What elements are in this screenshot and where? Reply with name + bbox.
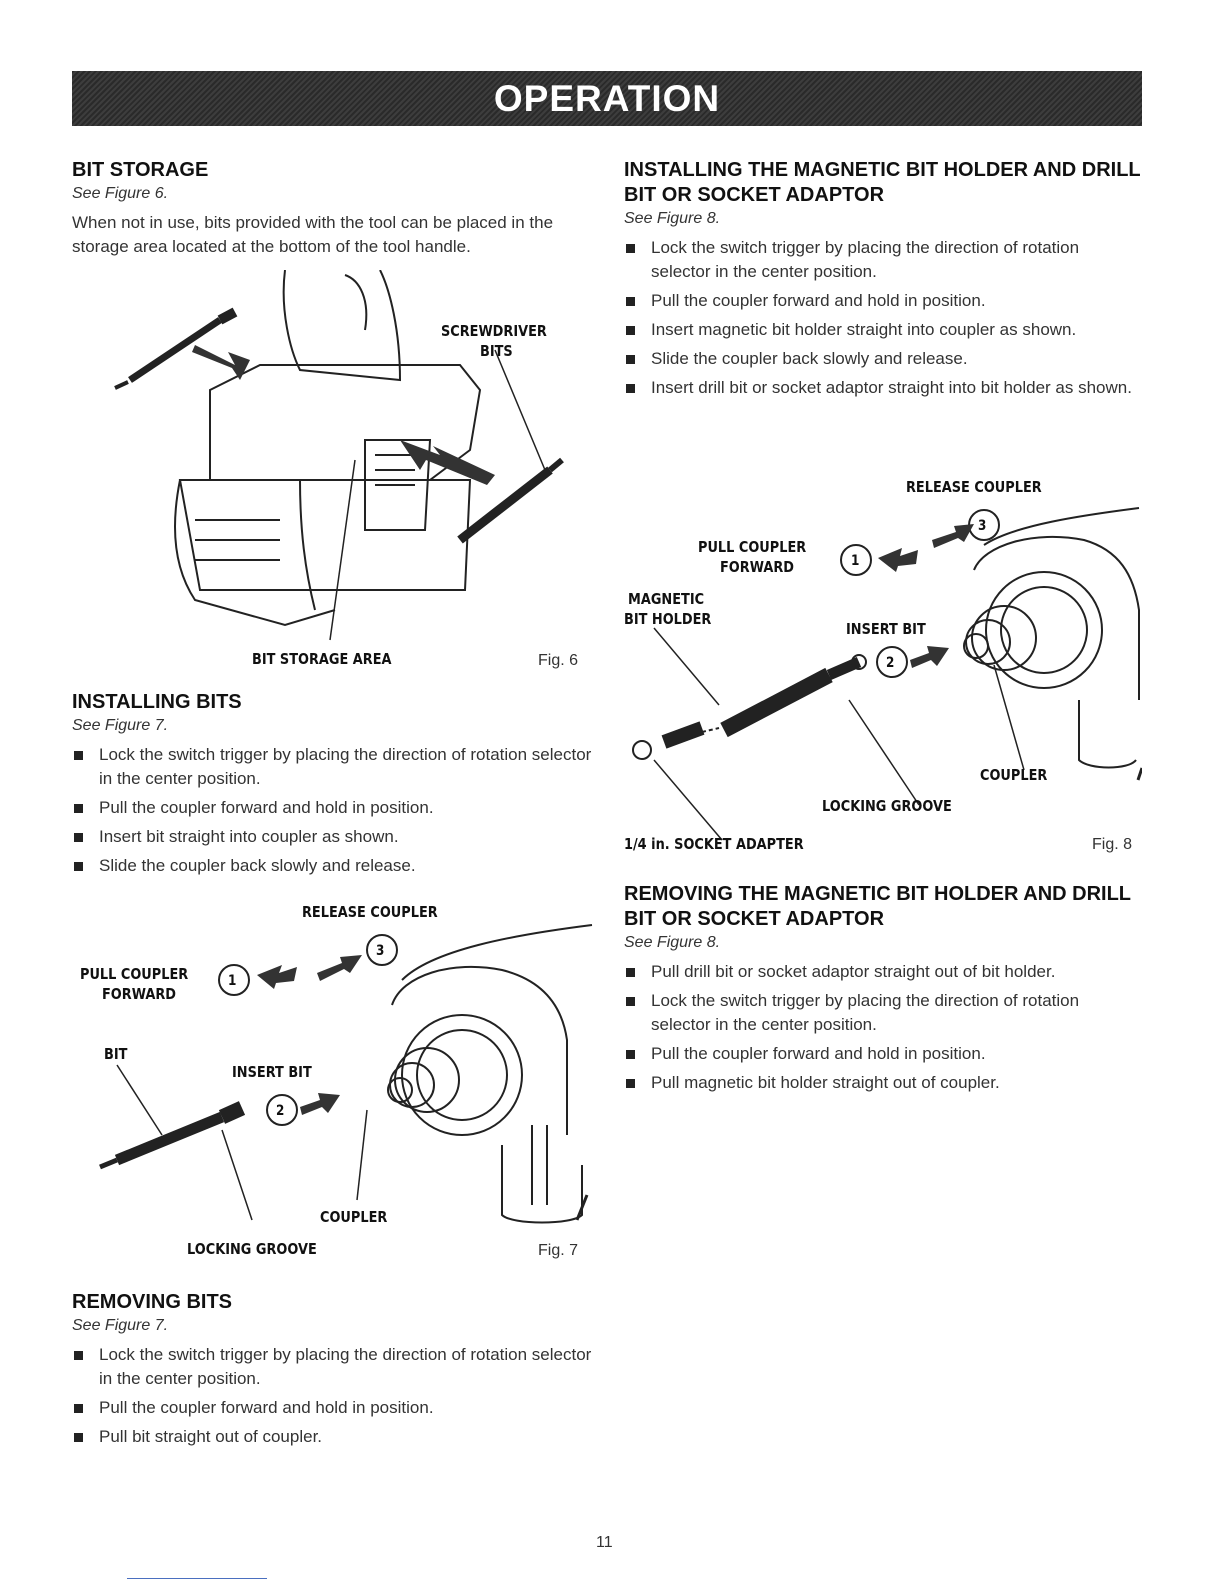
fig8-label-release-coupler: RELEASE COUPLER (906, 478, 1042, 496)
list-item: Slide the coupler back slowly and releas… (72, 854, 592, 878)
fig8-label-pull-coupler: PULL COUPLER (698, 538, 807, 556)
bit-storage-section: BIT STORAGE See Figure 6. When not in us… (72, 158, 592, 259)
figure-7: RELEASE COUPLER PULL COUPLER FORWARD 1 3… (72, 895, 597, 1270)
page-number: 11 (596, 1534, 613, 1551)
fig8-label-socket-adapter: 1/4 in. SOCKET ADAPTER (624, 835, 804, 853)
figure-8-number: Fig. 8 (1092, 836, 1133, 853)
bit-storage-heading: BIT STORAGE (72, 159, 209, 181)
list-item: Pull the coupler forward and hold in pos… (72, 796, 592, 820)
installing-holder-heading: INSTALLING THE MAGNETIC BIT HOLDER AND D… (624, 159, 1141, 206)
fig8-label-coupler: COUPLER (980, 766, 1048, 784)
removing-bits-see-figure: See Figure 7. (72, 1317, 169, 1334)
list-item: Insert magnetic bit holder straight into… (624, 318, 1142, 342)
fig7-step-2: 2 (276, 1103, 285, 1119)
section-banner: OPERATION (72, 71, 1142, 126)
fig8-label-insert-bit: INSERT BIT (846, 620, 926, 638)
fig8-label-magnetic: MAGNETIC (628, 590, 705, 608)
removing-holder-list: Pull drill bit or socket adaptor straigh… (624, 960, 1142, 1095)
figure-8: RELEASE COUPLER PULL COUPLER FORWARD 1 3… (624, 470, 1144, 860)
list-item: Lock the switch trigger by placing the d… (72, 743, 592, 791)
installing-holder-section: INSTALLING THE MAGNETIC BIT HOLDER AND D… (624, 158, 1142, 405)
label-screwdriver-bits-1: SCREWDRIVER (440, 322, 547, 340)
installing-bits-heading: INSTALLING BITS (72, 691, 242, 713)
footer-rule (127, 1578, 267, 1579)
list-item: Pull the coupler forward and hold in pos… (624, 1042, 1142, 1066)
fig7-label-insert-bit: INSERT BIT (232, 1063, 312, 1081)
installing-bits-section: INSTALLING BITS See Figure 7. Lock the s… (72, 690, 592, 883)
list-item: Lock the switch trigger by placing the d… (72, 1343, 592, 1391)
list-item: Lock the switch trigger by placing the d… (624, 989, 1142, 1037)
fig7-step-3: 3 (376, 943, 385, 959)
fig8-label-forward: FORWARD (720, 558, 794, 576)
banner-title: OPERATION (493, 77, 721, 119)
impact-driver-bit-holder-illustration (632, 507, 1144, 841)
removing-holder-see-figure: See Figure 8. (624, 934, 721, 951)
list-item: Pull the coupler forward and hold in pos… (624, 289, 1142, 313)
fig8-label-bit-holder: BIT HOLDER (624, 610, 712, 628)
fig7-label-coupler: COUPLER (320, 1208, 388, 1226)
impact-driver-insert-bit-illustration (99, 924, 593, 1224)
removing-bits-section: REMOVING BITS See Figure 7. Lock the swi… (72, 1290, 592, 1454)
fig7-label-bit: BIT (104, 1045, 128, 1063)
removing-holder-heading: REMOVING THE MAGNETIC BIT HOLDER AND DRI… (624, 883, 1131, 930)
fig7-step-1: 1 (228, 973, 237, 989)
fig8-step-1: 1 (851, 553, 860, 569)
fig7-label-locking-groove: LOCKING GROOVE (187, 1240, 317, 1258)
list-item: Pull drill bit or socket adaptor straigh… (624, 960, 1142, 984)
fig8-step-2: 2 (886, 655, 895, 671)
figure-6: SCREWDRIVER BITS BIT STORAGE AREA (100, 269, 600, 670)
fig8-step-3: 3 (978, 518, 987, 534)
installing-bits-list: Lock the switch trigger by placing the d… (72, 743, 592, 878)
list-item: Pull bit straight out of coupler. (72, 1425, 592, 1449)
label-bit-storage-area: BIT STORAGE AREA (252, 650, 392, 668)
fig7-label-release-coupler: RELEASE COUPLER (302, 903, 438, 921)
removing-holder-section: REMOVING THE MAGNETIC BIT HOLDER AND DRI… (624, 882, 1142, 1100)
fig8-label-locking-groove: LOCKING GROOVE (822, 797, 952, 815)
fig7-label-pull-coupler: PULL COUPLER (80, 965, 189, 983)
figure-6-number: Fig. 6 (538, 652, 579, 669)
installing-holder-see-figure: See Figure 8. (624, 210, 721, 227)
tool-handle-storage-illustration (114, 269, 564, 641)
removing-bits-heading: REMOVING BITS (72, 1291, 233, 1313)
bit-storage-text: When not in use, bits provided with the … (72, 213, 554, 256)
list-item: Insert bit straight into coupler as show… (72, 825, 592, 849)
list-item: Insert drill bit or socket adaptor strai… (624, 376, 1142, 400)
figure-7-number: Fig. 7 (538, 1242, 579, 1259)
fig7-label-forward: FORWARD (102, 985, 176, 1003)
list-item: Slide the coupler back slowly and releas… (624, 347, 1142, 371)
list-item: Pull the coupler forward and hold in pos… (72, 1396, 592, 1420)
list-item: Lock the switch trigger by placing the d… (624, 236, 1142, 284)
label-screwdriver-bits-2: BITS (480, 342, 513, 360)
installing-bits-see-figure: See Figure 7. (72, 717, 169, 734)
installing-holder-list: Lock the switch trigger by placing the d… (624, 236, 1142, 400)
removing-bits-list: Lock the switch trigger by placing the d… (72, 1343, 592, 1449)
bit-storage-see-figure: See Figure 6. (72, 185, 169, 202)
list-item: Pull magnetic bit holder straight out of… (624, 1071, 1142, 1095)
